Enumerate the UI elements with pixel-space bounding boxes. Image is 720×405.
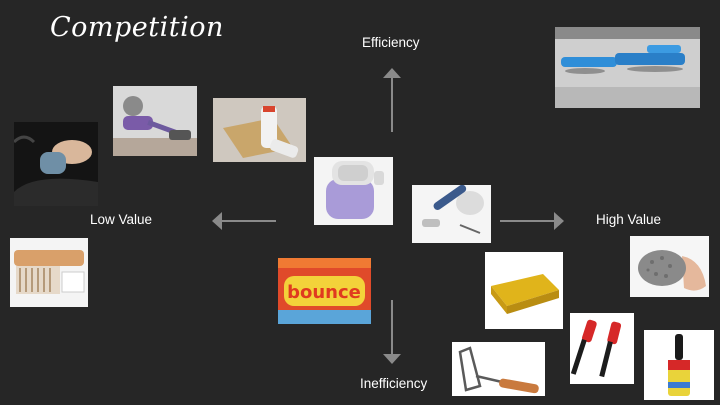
product-image-robot-cleaner (555, 27, 700, 108)
arrow-left-icon (212, 212, 276, 230)
product-image-dryer-sheets: bounce (278, 258, 371, 324)
axis-label-left: Low Value (90, 212, 153, 227)
arrow-right-icon (500, 212, 564, 230)
arrow-down-icon (383, 300, 401, 364)
product-image-steam-iron (412, 185, 491, 243)
product-image-sponge (485, 252, 563, 329)
brand-text: bounce (287, 282, 361, 303)
product-image-red-brushes (570, 313, 634, 384)
axis-label-bottom: Inefficiency (360, 376, 428, 391)
product-image-cordless-vacuum (113, 86, 197, 156)
arrow-up-icon (383, 68, 401, 132)
product-image-electric-shaver (314, 157, 393, 225)
slide-title: Competition (50, 12, 224, 43)
product-image-sticky-roller (644, 330, 714, 400)
product-image-pumice-stone (630, 236, 709, 297)
product-image-lint-roller-paper (213, 98, 306, 162)
axis-label-right: High Value (596, 212, 662, 227)
product-image-wooden-brush (10, 238, 88, 307)
axis-label-top: Efficiency (362, 35, 420, 50)
product-image-fabric-shaver-hand (14, 122, 98, 206)
product-image-metal-lint-remover (452, 342, 545, 396)
